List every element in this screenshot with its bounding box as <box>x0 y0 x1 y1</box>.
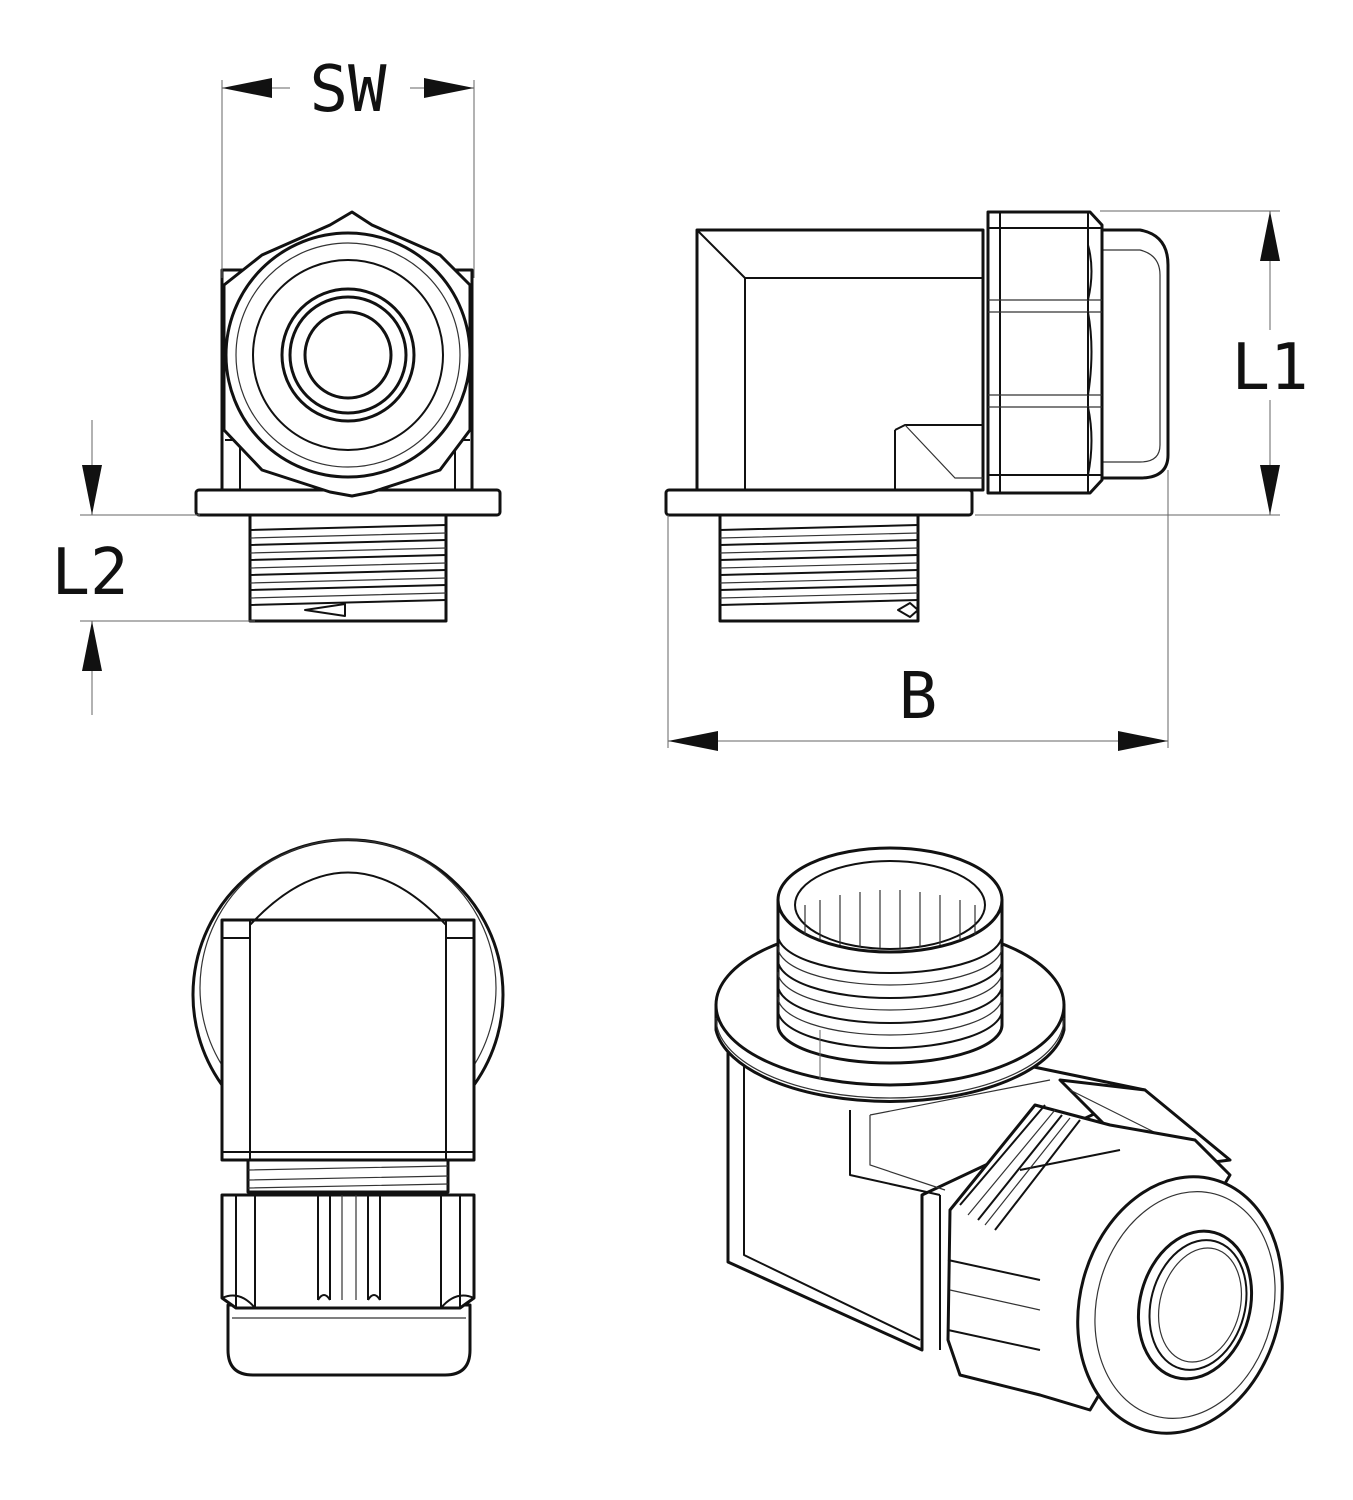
top-view-body <box>220 918 476 1162</box>
side-view-thread <box>718 513 920 623</box>
dimension-sw-label: SW <box>309 53 387 127</box>
dimension-b-label: B <box>899 660 938 734</box>
isometric-view <box>714 846 1284 1435</box>
front-view-thread <box>248 513 448 623</box>
side-view-knurled-nut <box>986 210 1104 495</box>
top-view-seal-cap <box>226 1303 472 1377</box>
side-view-flange <box>664 488 974 517</box>
isometric-thread <box>776 846 1004 1080</box>
top-view <box>191 838 505 1377</box>
dimension-b: B <box>667 470 1169 751</box>
front-view <box>194 210 502 623</box>
front-view-hex-nut <box>222 210 472 498</box>
dimension-l2-label: L2 <box>51 536 128 610</box>
side-view <box>664 210 1170 623</box>
side-view-seal-cap <box>1098 228 1170 480</box>
dimension-sw: SW <box>221 53 475 278</box>
isometric-seal-cap <box>1076 1175 1284 1435</box>
top-view-knurled-nut <box>220 1193 476 1310</box>
side-view-elbow-body <box>695 228 985 492</box>
dimension-l1: L1 <box>975 210 1309 516</box>
dimension-l2: L2 <box>51 420 255 715</box>
dimension-l1-label: L1 <box>1231 331 1308 405</box>
